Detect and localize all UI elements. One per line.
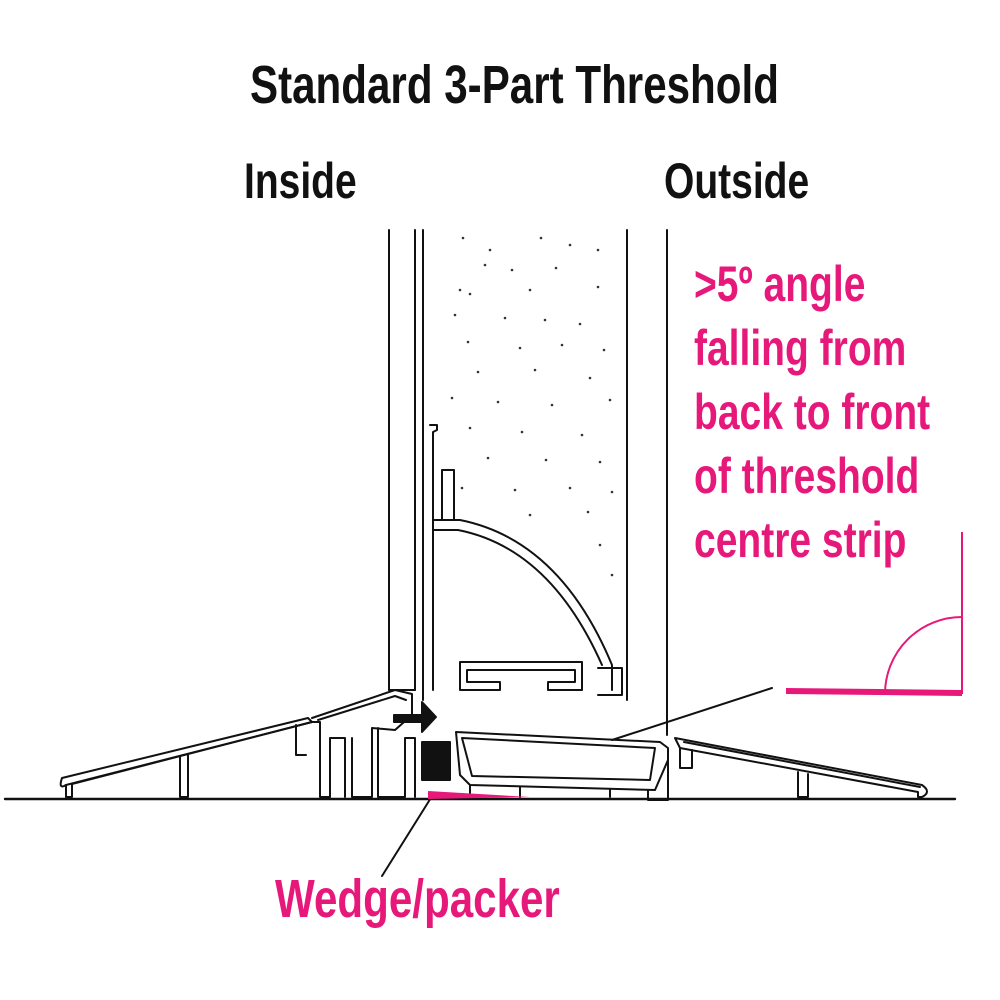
- centre-strip-leader: [611, 687, 773, 741]
- centre-strip: [455, 731, 669, 801]
- angle-callout-line: centre strip: [694, 512, 907, 568]
- angle-wedge-mark: [786, 688, 962, 696]
- wedge-packer-label: Wedge/packer: [275, 869, 560, 929]
- door-seal: [429, 424, 623, 696]
- arrow-lower: [421, 741, 451, 781]
- arrow-upper: [393, 701, 437, 733]
- outside-label: Outside: [664, 153, 810, 209]
- angle-callout: >5º angle falling from back to front of …: [694, 252, 997, 572]
- wedge-leader: [381, 792, 435, 877]
- wedge-packer-shape: [428, 791, 530, 799]
- angle-callout-line: back to front: [694, 384, 931, 440]
- inside-label: Inside: [244, 153, 357, 209]
- angle-indicator: [884, 532, 963, 695]
- diagram-title: Standard 3-Part Threshold: [250, 55, 779, 115]
- angle-callout-line: falling from: [694, 320, 907, 376]
- door-frame: [388, 229, 416, 691]
- inside-extrusion: [311, 689, 416, 798]
- door-leaf: [422, 229, 668, 736]
- inside-ramp: [59, 717, 346, 798]
- angle-callout-line: >5º angle: [694, 256, 866, 312]
- outside-ramp: [674, 737, 928, 798]
- door-insulation: [450, 236, 614, 577]
- angle-callout-line: of threshold: [694, 448, 920, 504]
